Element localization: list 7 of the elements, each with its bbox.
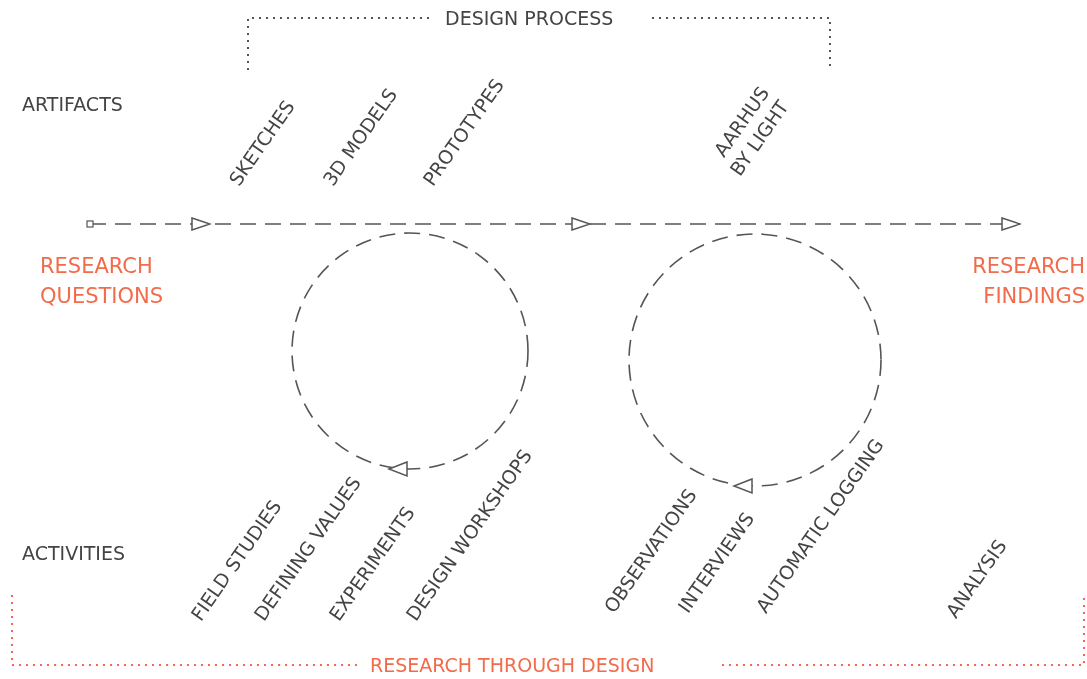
node-label: RESEARCH QUESTIONS [40,253,165,310]
row-heading: ARTIFACTS [22,92,123,116]
bracket-title: DESIGN PROCESS [445,6,614,30]
node-label: RESEARCH FINDINGS [971,253,1085,310]
dashed-arrow [86,217,1022,231]
bracket-title: RESEARCH THROUGH DESIGN [370,653,655,677]
row-heading: ACTIVITIES [22,541,125,565]
